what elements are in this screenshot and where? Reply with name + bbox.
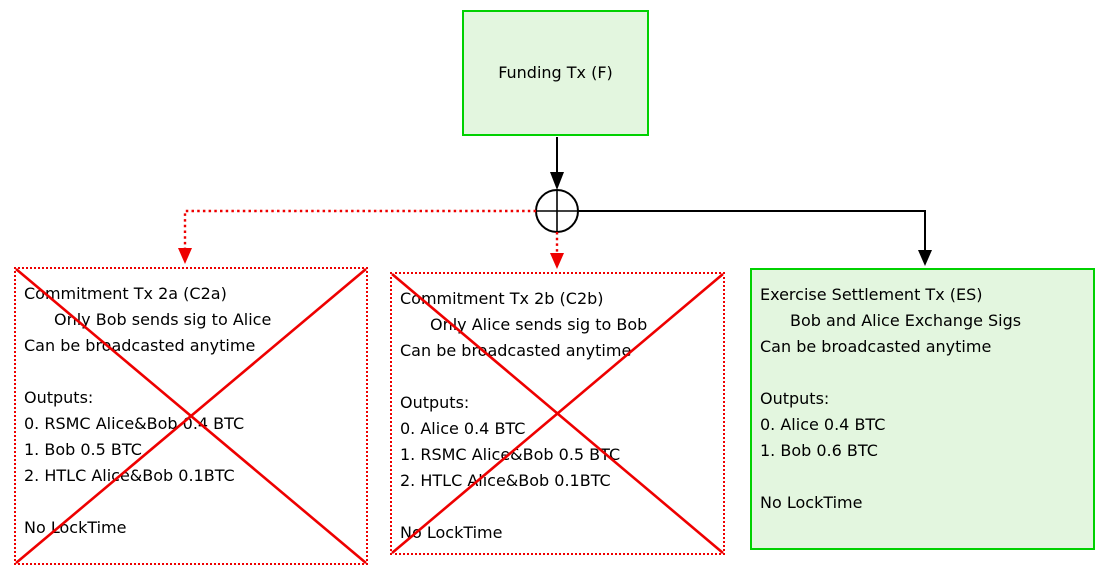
node-title: Exercise Settlement Tx (ES)	[760, 285, 983, 304]
crossout-x-icon	[392, 274, 723, 553]
node-line: 1. Bob 0.6 BTC	[760, 441, 878, 460]
commitment-tx-2b-node: Commitment Tx 2b (C2b) Only Alice sends …	[390, 272, 725, 555]
node-line: Bob and Alice Exchange Sigs	[790, 311, 1022, 330]
node-line: Outputs:	[760, 389, 830, 408]
node-line: No LockTime	[760, 493, 863, 512]
commitment-tx-2a-node: Commitment Tx 2a (C2a) Only Bob sends si…	[14, 267, 368, 565]
node-line: 2. HTLC Alice&Bob 0.1BTC	[400, 471, 611, 490]
node-line: Can be broadcasted anytime	[400, 341, 632, 360]
node-title: Commitment Tx 2a (C2a)	[24, 284, 227, 303]
arrow-funding-to-junction	[550, 137, 564, 190]
funding-tx-label: Funding Tx (F)	[498, 63, 613, 82]
node-line: 2. HTLC Alice&Bob 0.1BTC	[24, 466, 235, 485]
crossout-x-icon	[16, 269, 366, 563]
node-line	[760, 360, 1085, 386]
arrow-junction-to-es	[578, 210, 932, 266]
node-line: No LockTime	[24, 518, 127, 537]
node-line: Outputs:	[24, 388, 94, 407]
node-line: Only Bob sends sig to Alice	[54, 310, 272, 329]
node-line: 1. Bob 0.5 BTC	[24, 440, 142, 459]
arrow-junction-to-c2b	[550, 232, 564, 269]
node-line	[760, 464, 1085, 490]
exercise-settlement-tx-node: Exercise Settlement Tx (ES) Bob and Alic…	[750, 268, 1095, 550]
arrow-junction-to-c2a	[178, 209, 536, 264]
junction-circle-plus-icon	[535, 189, 579, 233]
node-line: 0. Alice 0.4 BTC	[400, 419, 526, 438]
funding-tx-node: Funding Tx (F)	[462, 10, 649, 136]
node-line: Outputs:	[400, 393, 470, 412]
node-line: No LockTime	[400, 523, 503, 542]
node-line: Can be broadcasted anytime	[24, 336, 256, 355]
node-title: Commitment Tx 2b (C2b)	[400, 289, 604, 308]
node-line: Only Alice sends sig to Bob	[430, 315, 648, 334]
node-line: Can be broadcasted anytime	[760, 337, 992, 356]
node-line: 0. Alice 0.4 BTC	[760, 415, 886, 434]
